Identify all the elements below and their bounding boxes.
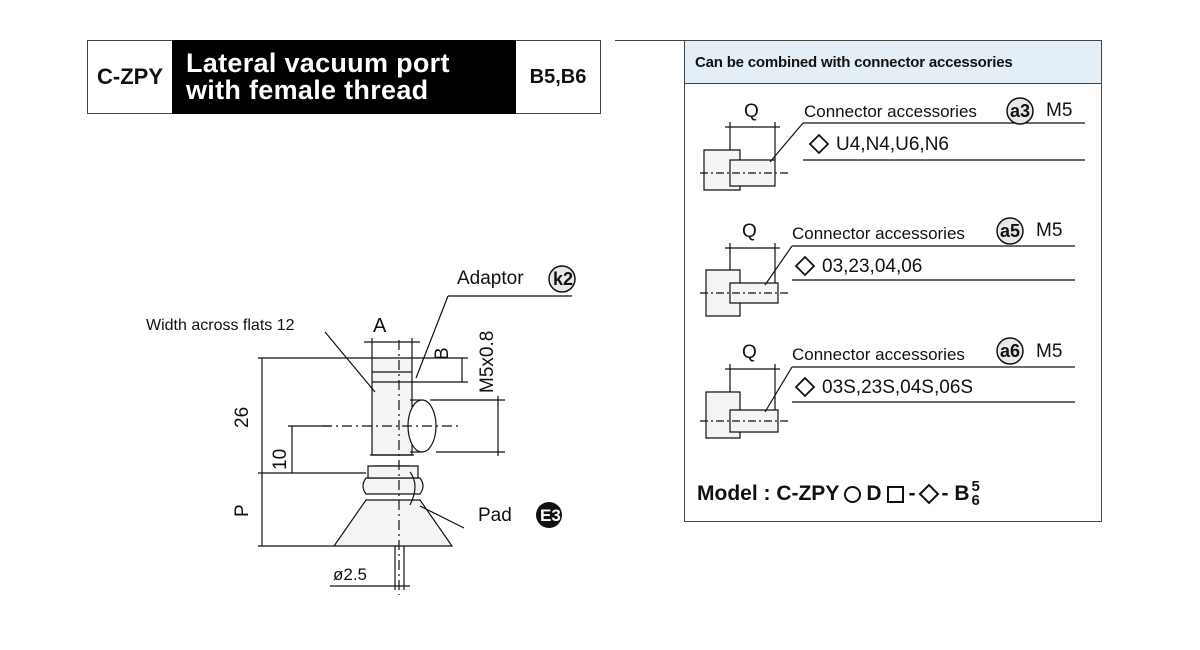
code-badge-a5: [996, 217, 1024, 245]
accessory-a6-thread: M5: [1036, 341, 1063, 362]
code-badge-a3: [1006, 97, 1034, 125]
accessory-a3-thread: M5: [1046, 100, 1073, 121]
code-badge-k2: [548, 265, 576, 293]
accessory-a5-sketch: [700, 243, 1075, 317]
pad-label: Pad: [478, 505, 512, 526]
accessory-a3-sketch: [700, 122, 1085, 191]
model-b: - B: [941, 482, 970, 505]
diamond-icon: [808, 133, 830, 155]
panel-heading: Can be combined with connector accessori…: [685, 41, 1101, 84]
model-designation: Model : C-ZPY D - - B 5 6: [697, 478, 980, 509]
accessory-a3-label: Connector accessories: [804, 102, 977, 121]
accessory-a3-code: a3: [1010, 101, 1031, 121]
accessory-a6-label: Connector accessories: [792, 345, 965, 364]
diamond-icon: [794, 255, 816, 277]
pad-code: E3: [540, 506, 561, 525]
dim-10-label: 10: [270, 448, 291, 470]
thread-label: M5x0.8: [477, 330, 498, 393]
pad-cone: [332, 499, 454, 547]
accessory-panel: Can be combined with connector accessori…: [684, 40, 1102, 522]
adaptor-label: Adaptor: [457, 268, 524, 289]
pad-bellows: [362, 477, 424, 495]
accessory-a5-options: 03,23,04,06: [822, 256, 923, 277]
product-name-line2: with female thread: [186, 75, 429, 105]
accessory-a6-options: 03S,23S,04S,06S: [822, 377, 974, 398]
accessory-a6-code: a6: [1000, 341, 1021, 361]
pad-options: B5,B6: [516, 40, 601, 114]
pad-size-bottom: 6: [971, 492, 980, 509]
dim-a-label: A: [373, 315, 387, 337]
accessory-a3-options: U4,N4,U6,N6: [836, 134, 949, 155]
pad-size-fraction: 5 6: [971, 478, 980, 509]
accessory-a5-code: a5: [1000, 221, 1021, 241]
diameter-label: ø2.5: [333, 565, 368, 584]
adaptor-code: k2: [553, 269, 574, 289]
accessory-a5-dim: Q: [742, 221, 757, 242]
model-dash: -: [908, 482, 916, 505]
square-placeholder-icon: [886, 485, 904, 503]
diamond-icon: [794, 376, 816, 398]
title-block: C-ZPY Lateral vacuum port with female th…: [87, 40, 601, 114]
code-badge-a6: [996, 337, 1024, 365]
product-name: Lateral vacuum port with female thread: [172, 40, 516, 114]
accessory-a6-sketch: [700, 364, 1075, 439]
accessory-a6-dim: Q: [742, 342, 757, 363]
dim-p-label: P: [232, 504, 253, 517]
product-name-line1: Lateral vacuum port: [186, 48, 450, 78]
model-code: C-ZPY: [87, 40, 172, 114]
accessory-a5-label: Connector accessories: [792, 224, 965, 243]
pad-size-top: 5: [971, 478, 980, 495]
model-prefix: Model : C-ZPY: [697, 482, 840, 505]
dim-26-label: 26: [232, 406, 253, 428]
circle-placeholder-icon: [844, 485, 862, 503]
width-across-flats-label: Width across flats 12: [146, 317, 295, 334]
accessory-a3-dim: Q: [744, 101, 759, 122]
code-badge-e3: [536, 502, 562, 528]
dim-b-label: B: [432, 347, 453, 360]
model-d: D: [866, 482, 882, 505]
accessory-a5-thread: M5: [1036, 220, 1063, 241]
top-rule: [615, 40, 687, 41]
diamond-placeholder-icon: [918, 483, 939, 505]
